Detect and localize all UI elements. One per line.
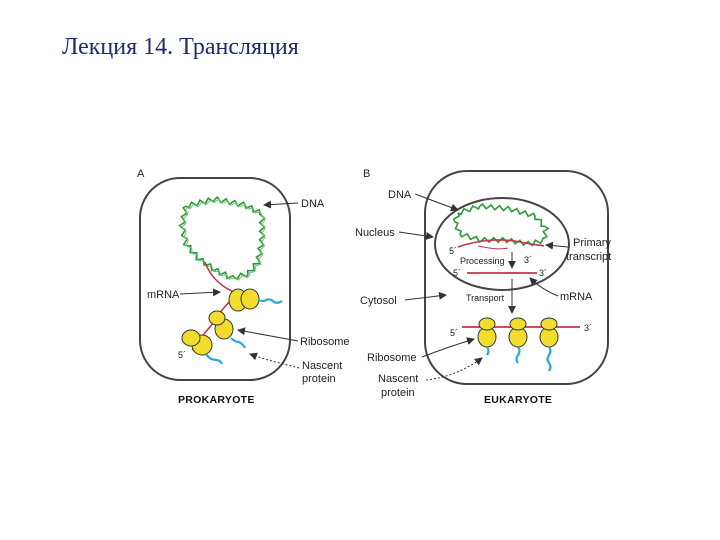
prokaryote-cell: [139, 177, 291, 381]
panel-eukaryote: B 5´ 3´ Processing 5´ 3´ Transport 5´ 3´: [355, 168, 611, 406]
eukaryote-protein-2: [515, 346, 521, 364]
panel-b-letter: B: [363, 168, 370, 180]
cytosol-3prime-label: 3´: [584, 323, 592, 333]
eukaryote-cell: [424, 170, 609, 385]
cytosol-5prime-label: 5´: [450, 328, 458, 338]
eukaryote-nascent-label-1: Nascent: [378, 373, 418, 385]
eukaryote-mrna-label: mRNA: [560, 291, 593, 303]
cytosol-label: Cytosol: [360, 295, 397, 307]
prokaryote-ribosome-3: [181, 329, 213, 356]
primary-transcript-label-1: Primary: [573, 237, 611, 249]
prokaryote-dna-label: DNA: [301, 198, 325, 210]
primary-transcript-arrow: [545, 241, 569, 250]
prokaryote-dna-arrow: [263, 200, 299, 209]
cytosol-arrow: [404, 291, 447, 301]
prokaryote-dna: [178, 195, 266, 281]
eukaryote-protein-3: [546, 346, 552, 372]
transport-label: Transport: [466, 293, 505, 303]
primary-transcript-loop: [477, 245, 509, 250]
prokaryote-ribosome-arrow: [237, 327, 299, 342]
eukaryote-nascent-label-2: protein: [381, 387, 415, 399]
eukaryote-caption: EUKARYOTE: [484, 394, 552, 406]
eukaryote-dna: [452, 202, 550, 247]
processing-label: Processing: [460, 256, 505, 266]
prokaryote-nascent-label-2: protein: [302, 373, 336, 385]
eukaryote-ribosome-2: [508, 317, 528, 348]
prokaryote-5prime-label: 5´: [178, 350, 186, 360]
prokaryote-ribosome-2: [208, 310, 234, 340]
prokaryote-protein-2: [230, 337, 246, 349]
primary-5prime-label: 5´: [449, 246, 457, 256]
processed-3prime-label: 3´: [539, 268, 547, 278]
eukaryote-ribosome-1: [477, 317, 497, 348]
panel-prokaryote: A: [137, 168, 350, 406]
prokaryote-ribosome-1: [228, 288, 260, 312]
prokaryote-protein-1: [257, 298, 283, 304]
eukaryote-nascent-arrow: [425, 357, 483, 381]
prokaryote-dna-strand: [181, 198, 266, 281]
eukaryote-nucleus: [434, 197, 570, 291]
prokaryote-mrna-label: mRNA: [147, 289, 180, 301]
eukaryote-ribosome-3: [539, 317, 559, 348]
primary-transcript-label-2: transcript: [566, 251, 611, 263]
prokaryote-mrna-arrow: [179, 288, 221, 297]
prokaryote-caption: PROKARYOTE: [178, 394, 255, 406]
primary-transcript: [457, 239, 545, 248]
eukaryote-dna-label: DNA: [388, 189, 412, 201]
prokaryote-protein-3: [205, 353, 223, 365]
prokaryote-nascent-label-1: Nascent: [302, 360, 342, 372]
prokaryote-nascent-arrow: [249, 352, 300, 369]
panel-a-letter: A: [137, 168, 145, 180]
eukaryote-protein-1: [486, 346, 490, 356]
slide-title: Лекция 14. Трансляция: [62, 34, 299, 60]
processed-5prime-label: 5´: [453, 268, 461, 278]
nucleus-label: Nucleus: [355, 227, 395, 239]
eukaryote-ribosome-arrow: [421, 337, 475, 358]
prokaryote-ribosome-label: Ribosome: [300, 336, 350, 348]
eukaryote-ribosome-label: Ribosome: [367, 352, 417, 364]
primary-3prime-label: 3´: [524, 255, 532, 265]
eukaryote-mrna-arrow: [529, 277, 559, 297]
nucleus-arrow: [398, 231, 434, 240]
eukaryote-dna-arrow: [414, 193, 459, 212]
